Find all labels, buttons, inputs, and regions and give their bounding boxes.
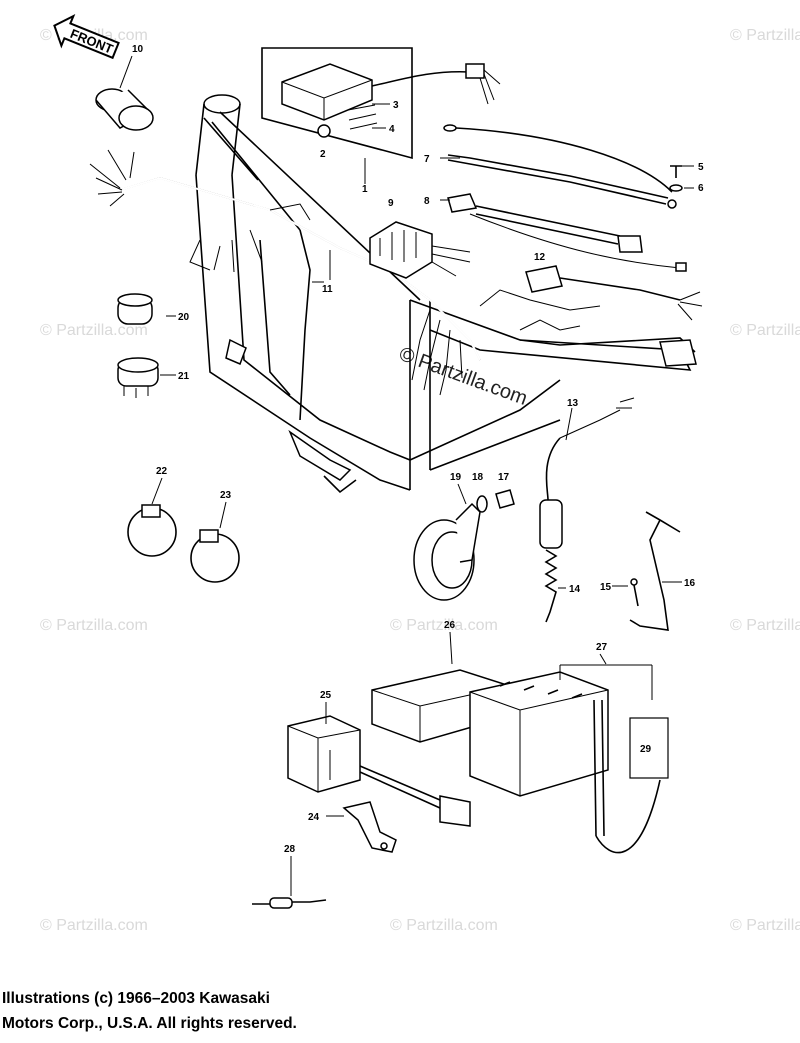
part-28-fuse-lead (252, 856, 327, 909)
callout-4: 4 (389, 124, 395, 135)
callout-11: 11 (322, 284, 333, 295)
callout-15: 15 (600, 582, 612, 593)
part-9-fuse-block (369, 221, 471, 279)
part-8-cable (447, 193, 687, 272)
callout-12: 12 (534, 252, 546, 263)
callout-1: 1 (362, 184, 368, 195)
callout-27: 27 (596, 642, 608, 653)
callout-3: 3 (393, 100, 399, 111)
part-22-band (127, 477, 177, 557)
leader-lines (160, 103, 694, 817)
callout-28: 28 (284, 844, 296, 855)
watermark-text: © Partzilla.com (390, 917, 498, 934)
frame (195, 94, 697, 494)
part-21-flasher (117, 357, 159, 398)
callout-25: 25 (320, 690, 332, 701)
callout-24: 24 (308, 812, 320, 823)
part-10-boot (95, 55, 154, 131)
part-16-rod (629, 511, 681, 631)
watermarks: © Partzilla.com © Partzilla.com © Partzi… (40, 27, 800, 934)
callouts: 10 1 2 3 4 5 6 7 8 9 11 12 13 14 15 16 1… (132, 44, 704, 855)
callout-18: 18 (472, 472, 484, 483)
callout-26: 26 (444, 620, 456, 631)
part-23-band (190, 501, 240, 583)
watermark-text: © Partzilla.com (730, 617, 800, 634)
copyright-line-1: Illustrations (c) 1966–2003 Kawasaki (2, 990, 270, 1007)
part-27-battery (469, 664, 661, 854)
part-5-6-screw-washer (669, 165, 683, 192)
callout-20: 20 (178, 312, 190, 323)
callout-14: 14 (569, 584, 581, 595)
callout-2: 2 (320, 149, 326, 160)
part-20-relay (117, 293, 153, 325)
callout-8: 8 (424, 196, 430, 207)
callout-22: 22 (156, 466, 168, 477)
watermark-text: © Partzilla.com (40, 617, 148, 634)
callout-17: 17 (498, 472, 510, 483)
part-18-washer (476, 495, 488, 513)
callout-9: 9 (388, 198, 394, 209)
callout-13: 13 (567, 398, 579, 409)
part-12-sub-harness (479, 265, 703, 331)
part-29-label (629, 717, 669, 779)
part-13-switch (539, 397, 635, 549)
part-24-bracket (342, 801, 397, 853)
part-15-pin (630, 578, 639, 607)
callout-16: 16 (684, 578, 696, 589)
watermark-text: © Partzilla.com (40, 322, 148, 339)
part-19-horn (413, 483, 481, 601)
callout-7: 7 (424, 154, 430, 165)
watermark-text: © Partzilla.com (730, 322, 800, 339)
part-1-regulator-box (261, 47, 501, 184)
part-14-spring (544, 549, 558, 623)
callout-23: 23 (220, 490, 232, 501)
part-7-cable (443, 124, 677, 209)
watermark-text: © Partzilla.com (730, 27, 800, 44)
watermark-text: © Partzilla.com (730, 917, 800, 934)
part-17-bolt (495, 489, 515, 509)
watermark-text: © Partzilla.com (40, 917, 148, 934)
part-11-main-harness (89, 149, 481, 396)
copyright-line-2: Motors Corp., U.S.A. All rights reserved… (2, 1015, 297, 1032)
callout-19: 19 (450, 472, 462, 483)
callout-10: 10 (132, 44, 144, 55)
callout-5: 5 (698, 162, 704, 173)
callout-6: 6 (698, 183, 704, 194)
callout-29: 29 (640, 744, 652, 755)
callout-21: 21 (178, 371, 190, 382)
part-25-rectifier (287, 702, 471, 827)
watermark-text: © Partzilla.com (390, 617, 498, 634)
